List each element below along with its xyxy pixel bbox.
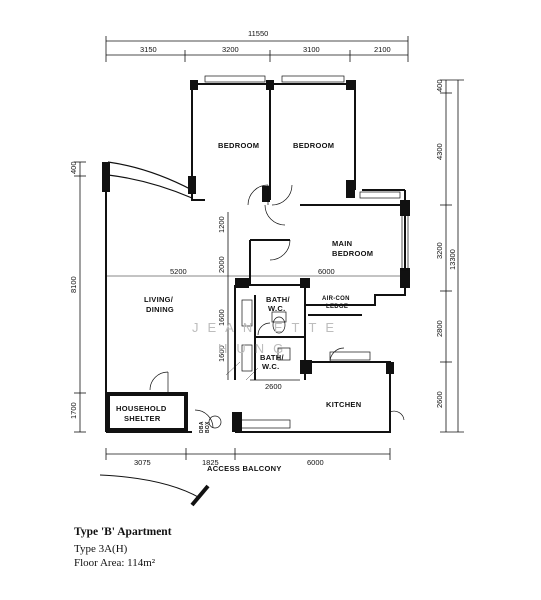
room-bath-1-line2: W.C. [268, 304, 285, 313]
dim-interior-5200: 5200 [170, 267, 187, 276]
dim-overall-width: 11550 [248, 29, 268, 38]
caption-floor-area: Floor Area: 114m² [74, 557, 156, 569]
room-bath-2-line1: BATH/ [260, 353, 284, 362]
room-aircon-line2: LEDGE [326, 304, 348, 310]
dim-top-3: 3100 [303, 45, 320, 54]
dim-top-1: 3150 [140, 45, 157, 54]
dim-bottom-1: 3075 [134, 458, 151, 467]
dim-interior-1600a: 1600 [217, 309, 226, 326]
watermark-line2: HUNG [218, 341, 292, 356]
room-bedroom-2: BEDROOM [293, 141, 334, 150]
room-access-balcony: ACCESS BALCONY [207, 464, 282, 473]
room-aircon-line1: AIR-CON [322, 296, 350, 302]
dim-interior-2000: 2000 [217, 256, 226, 273]
room-bath-2-line2: W.C. [262, 362, 279, 371]
room-main-bedroom-line1: MAIN [332, 239, 352, 248]
room-living-line2: DINING [146, 305, 174, 314]
dim-right-4: 2800 [435, 320, 444, 337]
dim-top-4: 2100 [374, 45, 391, 54]
dim-interior-1600b: 1600 [217, 345, 226, 362]
dim-bottom-2: 1825 [202, 458, 219, 467]
dim-right-1: 400 [435, 79, 444, 92]
room-bath-1-line1: BATH/ [266, 295, 290, 304]
dim-right-3: 3200 [435, 242, 444, 259]
room-shelter-line2: SHELTER [124, 414, 161, 423]
dim-bottom-3: 6000 [307, 458, 324, 467]
room-dba-line2: BOX [205, 421, 211, 433]
dim-left-1: 400 [69, 161, 78, 174]
dim-overall-depth: 13300 [448, 249, 457, 270]
caption-type: Type 3A(H) [74, 543, 128, 555]
watermark-line1: JEAN ETTE [192, 320, 343, 335]
caption-title: Type 'B' Apartment [74, 526, 172, 538]
room-kitchen: KITCHEN [326, 400, 361, 409]
dim-right-2: 4300 [435, 143, 444, 160]
room-bedroom-1: BEDROOM [218, 141, 259, 150]
dim-left-2: 8100 [69, 276, 78, 293]
dim-top-2: 3200 [222, 45, 239, 54]
room-living-line1: LIVING/ [144, 295, 174, 304]
room-dba-line1: DBA [199, 421, 205, 433]
room-shelter-line1: HOUSEHOLD [116, 404, 167, 413]
dim-interior-1200: 1200 [217, 216, 226, 233]
dim-left-3: 1700 [69, 402, 78, 419]
dim-interior-6000: 6000 [318, 267, 335, 276]
dim-interior-2600: 2600 [265, 382, 282, 391]
dim-right-5: 2600 [435, 391, 444, 408]
room-main-bedroom-line2: BEDROOM [332, 249, 373, 258]
